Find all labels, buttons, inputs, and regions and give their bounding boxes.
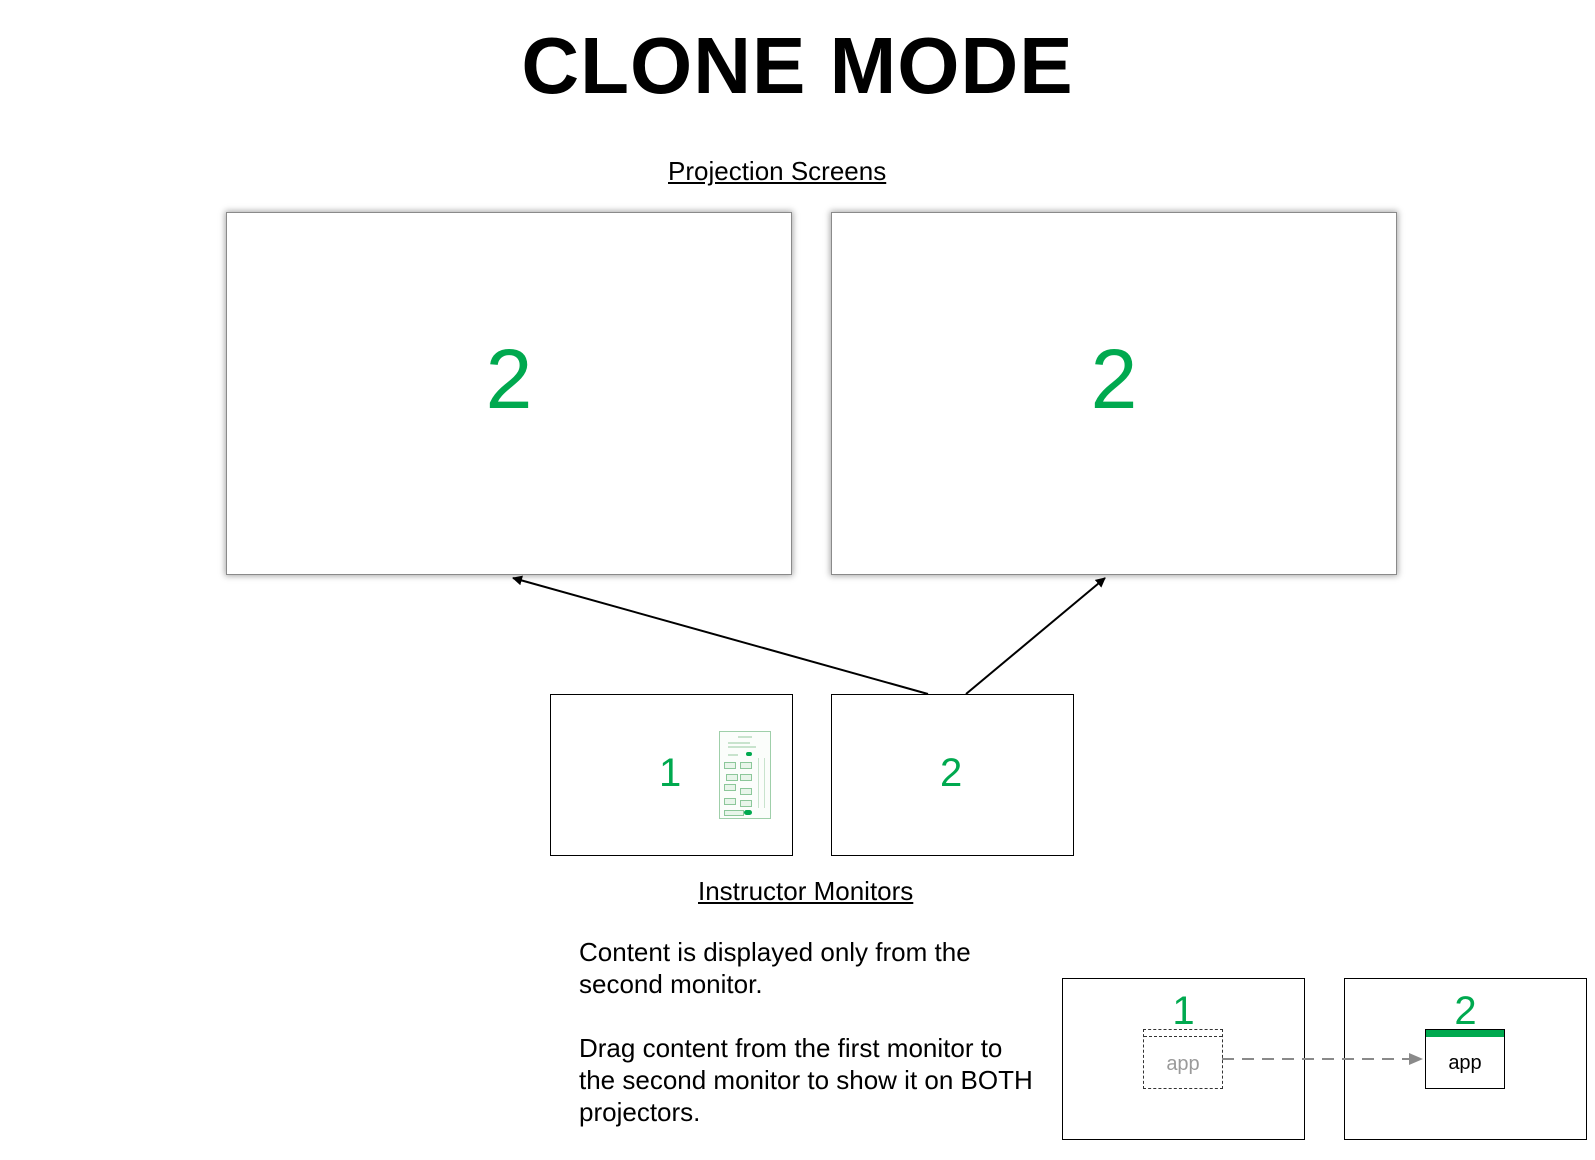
page-title: CLONE MODE [521, 21, 1074, 110]
instructions-text: Content is displayed only from the secon… [579, 936, 1039, 1160]
projection-screen-left: 2 [226, 212, 792, 575]
instructor-monitor-1: 1 [550, 694, 793, 856]
instructor-monitors-caption: Instructor Monitors [698, 876, 914, 906]
app-window-titlebar [1426, 1030, 1504, 1037]
demo-monitor-source: 1 app [1062, 978, 1305, 1140]
arrow-to-right-projector [965, 577, 1106, 695]
ghost-app-label: app [1166, 1053, 1200, 1075]
arrow-to-left-projector [512, 575, 929, 695]
projection-screen-right: 2 [831, 212, 1397, 575]
app-window: app [1425, 1029, 1505, 1089]
app-window-label: app [1448, 1052, 1482, 1074]
instructor-monitor-1-number: 1 [659, 751, 682, 795]
instructions-paragraph-2: Drag content from the first monitor to t… [579, 1033, 1033, 1127]
demo-monitor-source-number: 1 [1172, 989, 1195, 1033]
demo-monitor-target-number: 2 [1454, 989, 1477, 1033]
projection-screen-right-number: 2 [1090, 332, 1138, 426]
app-thumbnail-icon [719, 731, 771, 819]
instructor-monitor-2: 2 [831, 694, 1074, 856]
projection-screens-caption: Projection Screens [668, 156, 887, 186]
instructions-paragraph-1: Content is displayed only from the secon… [579, 937, 971, 999]
instructor-monitor-2-number: 2 [940, 751, 963, 795]
demo-monitor-target: 2 app [1344, 978, 1587, 1140]
ghost-app-window: app [1143, 1029, 1223, 1089]
projection-screen-left-number: 2 [485, 332, 533, 426]
